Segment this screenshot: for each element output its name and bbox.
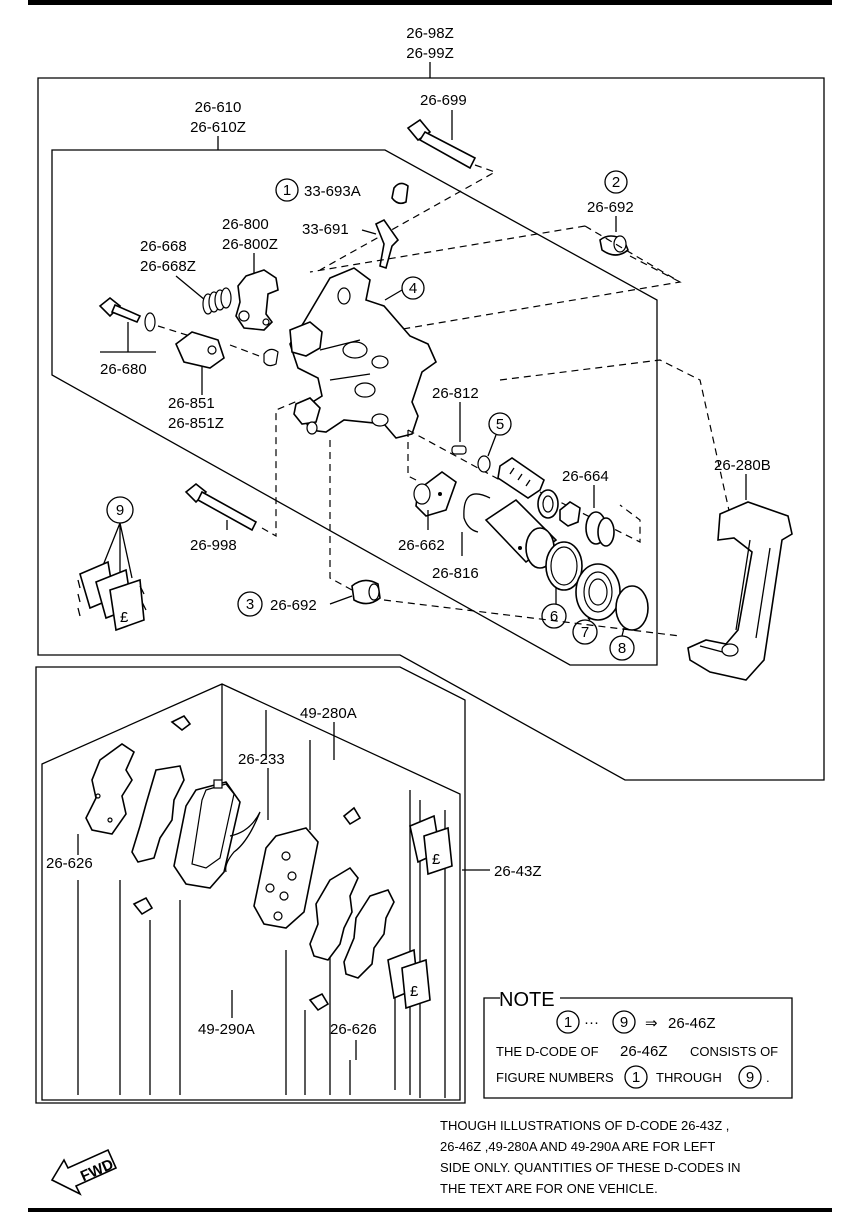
pad-frame xyxy=(35,666,466,1104)
svg-text:£: £ xyxy=(410,983,419,1000)
label-26-664: 26-664 xyxy=(562,468,609,485)
label-26-662: 26-662 xyxy=(398,537,445,554)
callout-4: 4 xyxy=(409,280,417,297)
note-line2-code: 26-46Z xyxy=(620,1043,668,1060)
label-26-800Z: 26-800Z xyxy=(222,236,278,253)
shim-right-a xyxy=(309,866,359,961)
ring-26-816 xyxy=(463,493,491,533)
callout-9: 9 xyxy=(116,502,124,519)
top-rule xyxy=(28,0,832,5)
label-26-851Z: 26-851Z xyxy=(168,415,224,432)
callout-3: 3 xyxy=(246,596,254,613)
label-26-626-left: 26-626 xyxy=(46,855,93,872)
pad-subframe xyxy=(41,683,461,1101)
callout-6: 6 xyxy=(550,608,558,625)
label-26-668Z: 26-668Z xyxy=(140,258,196,275)
label-26-812: 26-812 xyxy=(432,385,479,402)
note-line3-prefix: FIGURE NUMBERS xyxy=(496,1070,614,1085)
note-line3-to: 9 xyxy=(746,1069,754,1086)
label-26-233: 26-233 xyxy=(238,751,285,768)
note-range-dots: ··· xyxy=(584,1014,599,1031)
pad-clip-right-lower: £ xyxy=(387,948,431,1010)
boot-7 xyxy=(575,563,621,621)
guide-26-662 xyxy=(413,471,457,517)
seal-26-664 xyxy=(537,489,615,547)
assembly-code-b: 26-99Z xyxy=(406,45,454,62)
caliper-code-a: 26-610 xyxy=(195,99,242,116)
caliper-code-b: 26-610Z xyxy=(190,119,246,136)
fwd-arrow-icon: FWD xyxy=(50,1148,118,1196)
shim-26-233 xyxy=(225,811,261,873)
callout-5: 5 xyxy=(496,416,504,433)
caliper-frame xyxy=(51,149,658,666)
note-range-end: 9 xyxy=(620,1014,628,1031)
callout-8: 8 xyxy=(618,640,626,657)
note-box xyxy=(483,997,793,1099)
bottom-rule xyxy=(28,1208,832,1212)
bolt-26-680 xyxy=(98,296,156,332)
svg-text:£: £ xyxy=(120,609,129,626)
footer-line-3: SIDE ONLY. QUANTITIES OF THESE D-CODES I… xyxy=(440,1160,741,1175)
caliper-body xyxy=(263,267,437,439)
note-range-target: 26-46Z xyxy=(668,1015,716,1032)
footer-line-1: THOUGH ILLUSTRATIONS OF D-CODE 26-43Z , xyxy=(440,1118,729,1133)
bleeder-guide xyxy=(497,457,545,499)
svg-text:£: £ xyxy=(432,851,441,868)
label-26-800: 26-800 xyxy=(222,216,269,233)
label-49-280A: 49-280A xyxy=(300,705,357,722)
footer-line-2: 26-46Z ,49-280A AND 49-290A ARE FOR LEFT xyxy=(440,1139,715,1154)
bushing-26-692-bottom xyxy=(351,579,381,605)
shim-left-2 xyxy=(131,765,185,863)
label-26-998: 26-998 xyxy=(190,537,237,554)
pad-clips-9: £ xyxy=(77,560,147,632)
bolt-26-998 xyxy=(184,482,258,532)
label-26-816: 26-816 xyxy=(432,565,479,582)
note-line3-end: . xyxy=(766,1070,770,1085)
brake-pad-outer xyxy=(173,779,241,889)
note-line3-mid: THROUGH xyxy=(656,1070,722,1085)
bracket-26-280B xyxy=(687,501,793,681)
note-line2-suffix: CONSISTS OF xyxy=(690,1044,778,1059)
wear-indicators xyxy=(132,714,362,1012)
note-line2-prefix: THE D-CODE OF xyxy=(496,1044,599,1059)
pad-clip-right-upper: £ xyxy=(409,814,453,876)
label-26-692-top: 26-692 xyxy=(587,199,634,216)
clip-26-851 xyxy=(175,331,225,369)
label-26-699: 26-699 xyxy=(420,92,467,109)
note-arrow: ⇒ xyxy=(645,1015,658,1032)
label-26-668: 26-668 xyxy=(140,238,187,255)
spring-26-668 xyxy=(202,287,232,315)
callout-2: 2 xyxy=(612,174,620,191)
label-26-851: 26-851 xyxy=(168,395,215,412)
brake-pad-inner xyxy=(253,827,319,929)
label-49-290A: 49-290A xyxy=(198,1021,255,1038)
label-33-691: 33-691 xyxy=(302,221,349,238)
bolt-26-699 xyxy=(406,118,477,170)
label-26-43Z: 26-43Z xyxy=(494,863,542,880)
label-26-692-bottom: 26-692 xyxy=(270,597,317,614)
note-title: NOTE xyxy=(499,989,555,1011)
bleeder-screw xyxy=(374,218,400,270)
label-26-626-bottom: 26-626 xyxy=(330,1021,377,1038)
callout-7: 7 xyxy=(581,624,589,641)
bleeder-cap xyxy=(391,182,409,205)
label-33-693A: 33-693A xyxy=(304,183,361,200)
footer-line-4: THE TEXT ARE FOR ONE VEHICLE. xyxy=(440,1181,658,1196)
assembly-frame xyxy=(37,77,825,781)
bushing-26-692-top xyxy=(599,235,629,256)
seal-6 xyxy=(545,541,583,591)
shim-right-b xyxy=(343,889,395,979)
label-26-280B: 26-280B xyxy=(714,457,771,474)
ring-8 xyxy=(615,585,649,631)
shim-left xyxy=(85,743,136,835)
note-line3-from: 1 xyxy=(632,1069,640,1086)
label-26-680: 26-680 xyxy=(100,361,147,378)
note-range-start: 1 xyxy=(564,1014,572,1031)
assembly-code-a: 26-98Z xyxy=(406,25,454,42)
callout-1: 1 xyxy=(283,182,291,199)
